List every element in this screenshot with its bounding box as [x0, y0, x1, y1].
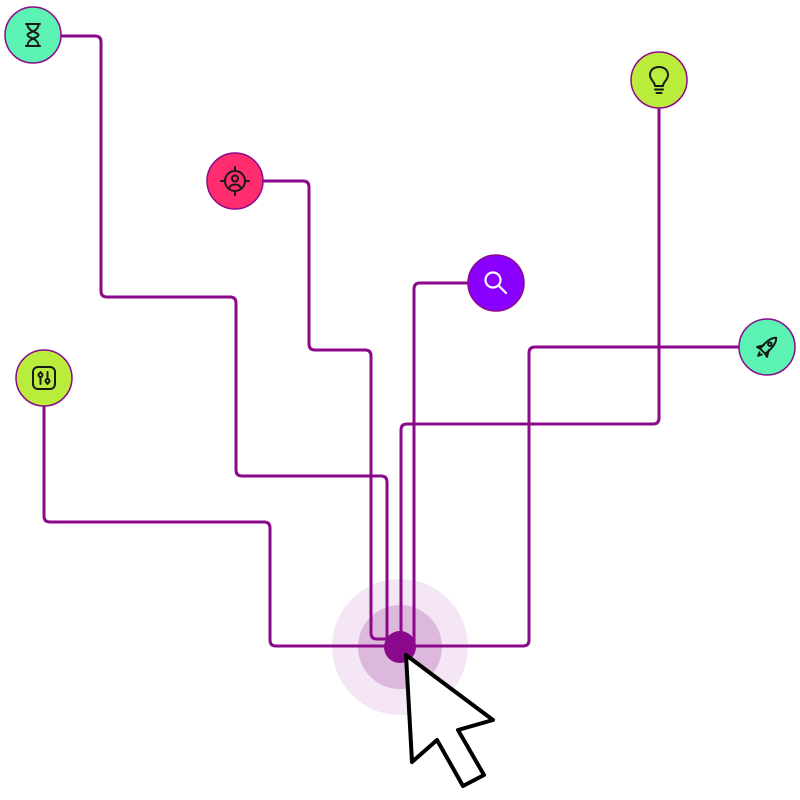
connector-lines — [42, 34, 742, 649]
node-controls-circle[interactable] — [15, 349, 73, 407]
node-controls[interactable] — [15, 349, 73, 407]
node-search-circle[interactable] — [467, 254, 525, 312]
wire-rocket — [398, 345, 742, 648]
wire-user-target — [262, 179, 402, 641]
node-lightbulb-circle[interactable] — [630, 51, 688, 109]
user-target-icon — [220, 166, 250, 196]
node-search[interactable] — [467, 254, 525, 312]
node-rocket[interactable] — [738, 318, 796, 376]
search-icon — [484, 271, 508, 295]
hourglass-icon — [25, 23, 41, 47]
node-hourglass[interactable] — [4, 6, 62, 64]
pointer-cursor-icon — [404, 653, 495, 788]
rocket-icon — [756, 336, 778, 358]
node-user-target[interactable] — [206, 152, 264, 210]
wire-search — [412, 281, 472, 649]
wire-hourglass — [58, 34, 402, 648]
node-rocket-circle[interactable] — [738, 318, 796, 376]
wire-controls — [42, 404, 402, 648]
lightbulb-icon — [649, 66, 669, 94]
node-hourglass-circle[interactable] — [4, 6, 62, 64]
controls-icon — [32, 366, 56, 390]
node-lightbulb[interactable] — [630, 51, 688, 109]
